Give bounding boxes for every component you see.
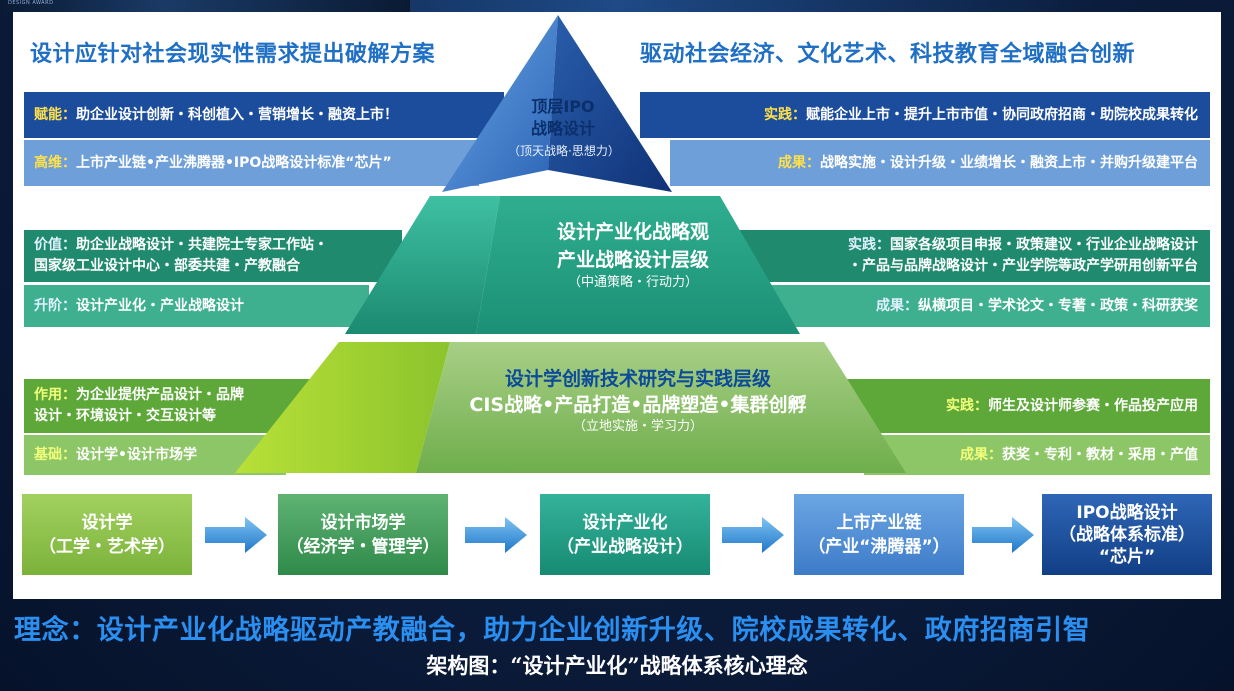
figure-caption: 架构图：“设计产业化”战略体系核心理念 — [426, 653, 808, 678]
flow-box-2-line-1: 设计市场学 — [320, 512, 406, 533]
flow-arrow-1-icon — [205, 517, 267, 553]
tier2-left-band-2-label: 升阶： — [34, 297, 76, 314]
decorative-strip: DESIGN AWARD — [0, 0, 410, 12]
tier3-right-band-2-text: 获奖・专利・教材・采用・产值 — [1002, 446, 1198, 463]
tier2-left-band-1-text-2: 国家级工业设计中心・部委共建・产教融合 — [34, 258, 300, 274]
tier1-right-band-2-label: 成果： — [778, 154, 820, 171]
tier1-title: 顶层IPO 战略设计 （顶天战略·思想力） — [508, 96, 620, 162]
flow-box-design-market: 设计市场学 （经济学・管理学） — [278, 494, 448, 575]
tier3-right-band-1-text: 师生及设计师参赛・作品投产应用 — [988, 397, 1198, 414]
tier1-face-left — [442, 15, 558, 192]
tier2-right-band-2: 成果：纵横项目・学术论文・专著・政策・科研获奖 — [770, 285, 1210, 327]
tier2-left-band-2-text: 设计产业化・产业战略设计 — [76, 297, 244, 314]
tier3-title: 设计学创新技术研究与实践层级 CIS战略•产品打造•品牌塑造•集群创孵 （立地实… — [428, 366, 848, 436]
tier3-face-front — [416, 342, 906, 473]
tier2-right-band-1-text-2: ・产品与品牌战略设计・产业学院等政产学研用创新平台 — [848, 258, 1198, 274]
tier2-left-band-2: 升阶：设计产业化・产业战略设计 — [24, 285, 369, 327]
tier1-face-right — [548, 15, 672, 192]
flow-box-design: 设计学 （工学・艺术学） — [22, 494, 192, 575]
tier2-right-band-1-label: 实践： — [848, 237, 890, 253]
tier3-right-band-2-label: 成果： — [960, 446, 1002, 463]
tier1-left-band-2-label: 高维： — [34, 154, 76, 171]
tier3-face-left — [235, 342, 450, 473]
tier2-right-band-1-lines: 实践：国家各级项目申报・政策建议・行业企业战略设计 ・产品与品牌战略设计・产业学… — [848, 235, 1198, 277]
tier2-left-band-1: 价值：助企业战略设计・共建院士专家工作站・ 国家级工业设计中心・部委共建・产教融… — [24, 230, 402, 282]
tier1-subtitle: （顶天战略·思想力） — [508, 144, 620, 158]
flow-box-4-line-2: （产业“沸腾器”） — [808, 536, 950, 557]
tier3-left-band-1-text-2: 设计・环境设计・交互设计等 — [34, 408, 216, 424]
flow-box-1-line-2: （工学・艺术学） — [39, 536, 175, 557]
flow-box-4-line-1: 上市产业链 — [836, 512, 922, 533]
tier2-title: 设计产业化战略观 产业战略设计层级 （中通策略・行动力） — [478, 218, 788, 292]
tier2-subtitle: （中通策略・行动力） — [567, 275, 698, 290]
tier1-left-band-2-text: 上市产业链•产业沸腾器•IPO战略设计标准“芯片” — [76, 154, 392, 171]
tier3-left-band-1-lines: 作用：为企业提供产品设计・品牌 设计・环境设计・交互设计等 — [34, 385, 244, 427]
headline-left: 设计应针对社会现实性需求提出破解方案 — [30, 42, 436, 67]
flow-box-5-line-3: “芯片” — [1098, 546, 1156, 567]
tier3-left-band-1-label: 作用： — [34, 387, 76, 403]
flow-box-5-line-1: IPO战略设计 — [1076, 502, 1178, 523]
tier1-right-band-2-text: 战略实施・设计升级・业绩增长・融资上市・并购升级建平台 — [820, 154, 1198, 171]
tier2-left-band-1-label: 价值： — [34, 237, 76, 253]
tier2-face-left — [345, 196, 500, 334]
tier1-left-band-1: 赋能：助企业设计创新・科创植入・营销增长・融资上市！ — [24, 92, 504, 138]
tier2-face-front — [476, 196, 800, 334]
flow-arrow-3-icon — [722, 517, 784, 553]
tier1-left-band-1-label: 赋能： — [34, 106, 76, 123]
tier1-title-line-2: 战略设计 — [530, 119, 595, 138]
tier1-left-band-2: 高维：上市产业链•产业沸腾器•IPO战略设计标准“芯片” — [24, 140, 479, 186]
tier1-right-band-1-text: 赋能企业上市・提升上市市值・协同政府招商・助院校成果转化 — [806, 106, 1198, 123]
flow-box-3-line-2: （产业战略设计） — [557, 536, 693, 557]
tier1-right-band-2: 成果：战略实施・设计升级・业绩增长・融资上市・并购升级建平台 — [670, 140, 1210, 186]
tier2-right-band-1: 实践：国家各级项目申报・政策建议・行业企业战略设计 ・产品与品牌战略设计・产业学… — [732, 230, 1210, 282]
tier3-right-band-1: 实践：师生及设计师参赛・作品投产应用 — [832, 379, 1210, 433]
tier3-left-band-2-label: 基础： — [34, 446, 76, 463]
tier2-right-band-2-text: 纵横项目・学术论文・专著・政策・科研获奖 — [918, 297, 1198, 314]
flow-box-1-line-1: 设计学 — [81, 512, 133, 533]
flow-box-listed-chain: 上市产业链 （产业“沸腾器”） — [794, 494, 964, 575]
flow-box-3-line-1: 设计产业化 — [582, 512, 668, 533]
tier3-title-line-1: 设计学创新技术研究与实践层级 — [504, 368, 771, 390]
tier2-title-line-1: 设计产业化战略观 — [556, 221, 709, 243]
tier3-left-band-2-text: 设计学•设计市场学 — [76, 446, 197, 463]
tier3-subtitle: （立地实施・学习力） — [572, 419, 703, 434]
headline-right: 驱动社会经济、文化艺术、科技教育全域融合创新 — [640, 42, 1136, 67]
tier3-right-band-2: 成果：获奖・专利・教材・采用・产值 — [864, 435, 1210, 475]
flow-box-5-line-2: （战略体系标准） — [1059, 524, 1195, 545]
flow-box-industrialization: 设计产业化 （产业战略设计） — [540, 494, 710, 575]
tier2-left-band-1-lines: 价值：助企业战略设计・共建院士专家工作站・ 国家级工业设计中心・部委共建・产教融… — [34, 235, 328, 277]
flow-box-ipo: IPO战略设计 （战略体系标准） “芯片” — [1042, 494, 1212, 575]
tier1-right-band-1-label: 实践： — [764, 106, 806, 123]
tier2-right-band-2-label: 成果： — [876, 297, 918, 314]
tier1-left-band-1-text: 助企业设计创新・科创植入・营销增长・融资上市！ — [76, 106, 398, 123]
tier3-left-band-1: 作用：为企业提供产品设计・品牌 设计・环境设计・交互设计等 — [24, 379, 314, 433]
tier3-right-band-1-label: 实践： — [946, 397, 988, 414]
tier2-title-line-2: 产业战略设计层级 — [556, 249, 709, 271]
tier3-left-band-1-text-1: 为企业提供产品设计・品牌 — [76, 387, 244, 403]
tier3-title-line-2: CIS战略•产品打造•品牌塑造•集群创孵 — [469, 394, 807, 416]
tier1-title-line-1: 顶层IPO — [531, 97, 595, 116]
tier1-right-band-1: 实践：赋能企业上市・提升上市市值・协同政府招商・助院校成果转化 — [640, 92, 1210, 138]
slogan: 理念：设计产业化战略驱动产教融合，助力企业创新升级、院校成果转化、政府招商引智 — [14, 615, 1091, 646]
flow-box-2-line-2: （经济学・管理学） — [286, 536, 440, 557]
flow-arrow-2-icon — [465, 517, 527, 553]
deco-label: DESIGN AWARD — [8, 0, 54, 6]
tier2-left-band-1-text-1: 助企业战略设计・共建院士专家工作站・ — [76, 237, 328, 253]
tier2-right-band-1-text-1: 国家各级项目申报・政策建议・行业企业战略设计 — [890, 237, 1198, 253]
flow-arrow-4-icon — [972, 517, 1034, 553]
